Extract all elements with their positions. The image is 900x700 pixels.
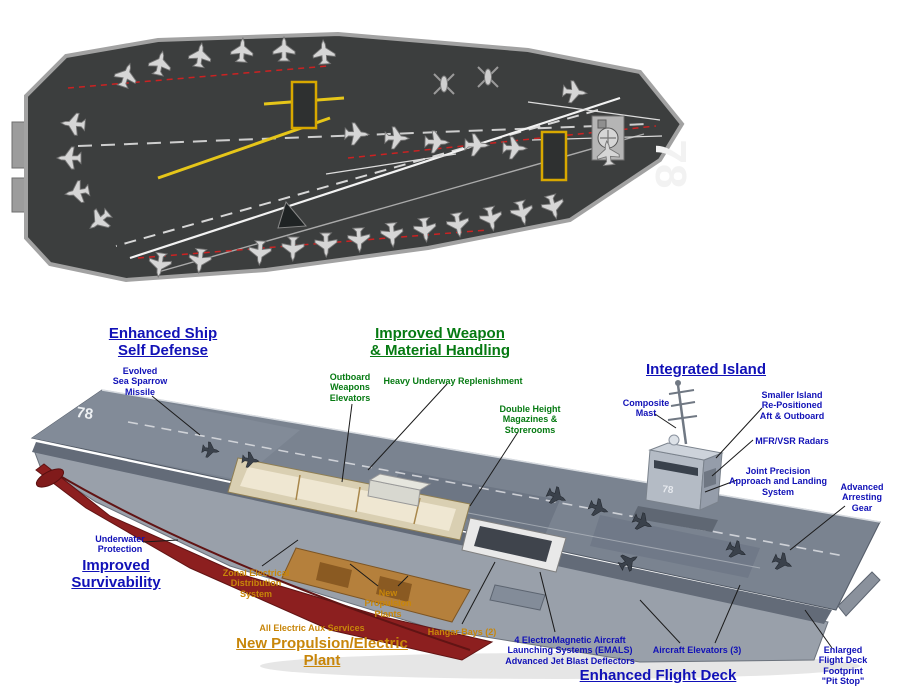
radar-panel (704, 468, 716, 488)
heading-new-propulsion-plant: New Propulsion/Electric Plant (236, 635, 408, 669)
label-advanced-arresting-gear: Advanced Arresting Gear (840, 482, 884, 513)
label-joint-precision-landing: Joint Precision Approach and Landing Sys… (729, 466, 827, 497)
label-new-propulsion-plants: New Propulsion Plants (364, 588, 412, 619)
label-heavy-underway-replenishment: Heavy Underway Replenishment (383, 376, 523, 386)
flight-deck-plan-view: 78 (8, 6, 692, 308)
label-evolved-sea-sparrow-missile: Evolved Sea Sparrow Missile (112, 366, 168, 397)
helicopter-icon (477, 66, 499, 88)
deck-feature-delta (277, 200, 308, 229)
heading-integrated-island: Integrated Island (645, 361, 767, 378)
label-double-height-magazines: Double Height Magazines & Storerooms (499, 404, 561, 435)
heading-enhanced-flight-deck: Enhanced Flight Deck (579, 667, 737, 684)
radome (668, 434, 680, 446)
label-zonal-electrical-distribution: Zonal Electrical Distribution System (222, 568, 290, 599)
label-underwater-protection: Underwater Protection (95, 534, 145, 555)
deck-number-plan: 78 (646, 140, 692, 189)
label-mfr-vsr-radars: MFR/VSR Radars (755, 436, 829, 446)
label-outboard-weapons-elevators: Outboard Weapons Elevators (329, 372, 371, 403)
hull-red-bottom (35, 463, 494, 661)
label-all-electric-aux-services: All Electric Aux Services (259, 623, 365, 633)
cutaway-svg: 78 78 (30, 380, 881, 679)
leader-lines (142, 383, 846, 649)
island-hull-number: 78 (662, 484, 675, 496)
label-aircraft-elevators: Aircraft Elevators (3) (652, 645, 742, 655)
flight-deck-surface (30, 389, 881, 617)
cutaway-view: 78 78 (0, 310, 900, 700)
mast (667, 380, 698, 445)
deck-elevator-outlines (290, 80, 568, 182)
deck-outline (11, 31, 685, 283)
heading-enhanced-ship-self-defense: Enhanced Ship Self Defense (108, 325, 218, 359)
flight-deck-plan-svg: 78 (11, 31, 692, 283)
heading-improved-survivability: Improved Survivability (71, 557, 161, 591)
label-smaller-island-repositioned: Smaller Island Re-Positioned Aft & Outbo… (759, 390, 825, 421)
deck-number-cutaway: 78 (75, 404, 94, 423)
helicopter-icon (433, 73, 455, 95)
label-hangar-bays: Hangar Bays (2) (427, 627, 497, 637)
label-composite-mast: Composite Mast (622, 398, 670, 419)
label-emals: 4 ElectroMagnetic Aircraft Launching Sys… (505, 635, 635, 666)
island: 78 (632, 380, 724, 532)
bulbous-bow (35, 468, 65, 488)
label-enlarged-flight-deck-footprint: Enlarged Flight Deck Footprint "Pit Stop… (818, 645, 868, 687)
heading-improved-weapon-handling: Improved Weapon & Material Handling (369, 325, 511, 359)
